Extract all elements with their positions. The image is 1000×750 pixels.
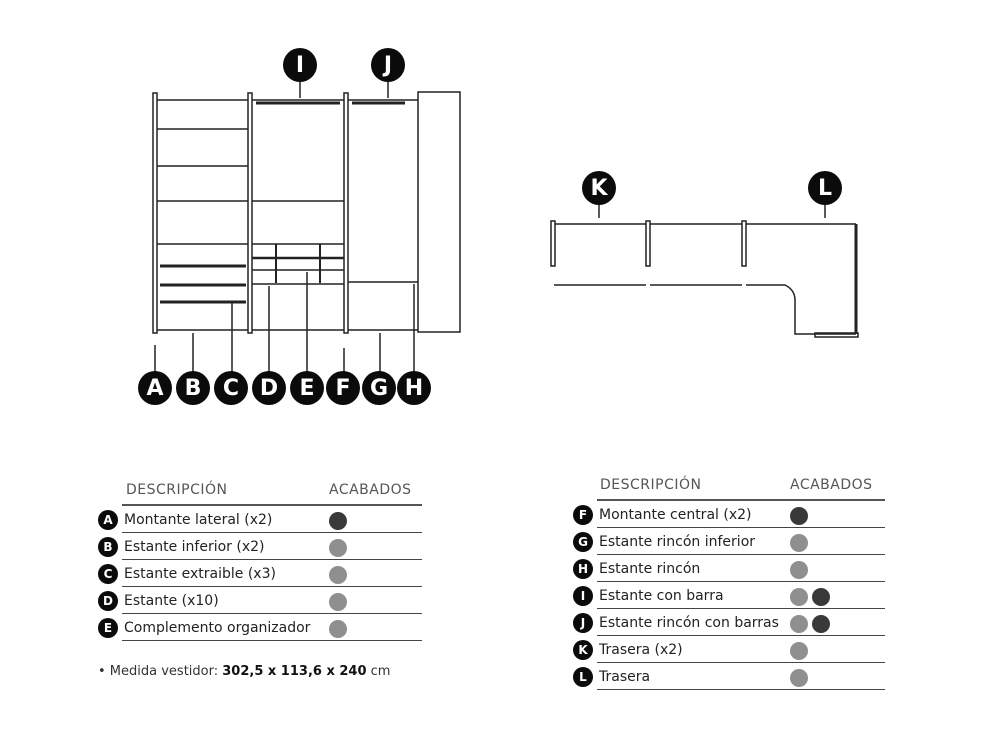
grey-finish-swatch	[329, 539, 347, 557]
parts-table-right: DESCRIPCIÓN ACABADOS F Montante central …	[573, 473, 885, 690]
part-description: Trasera (x2)	[599, 642, 683, 658]
marker-J: J	[371, 48, 405, 82]
wardrobe-plan-view-drawing	[550, 205, 859, 338]
marker-B: B	[176, 371, 210, 405]
table-row: D Estante (x10)	[98, 587, 422, 614]
letter-badge: E	[98, 618, 118, 638]
grey-finish-swatch	[790, 642, 808, 660]
note-dimensions: 302,5 x 113,6 x 240	[222, 664, 367, 679]
part-description: Trasera	[599, 669, 651, 685]
marker-H: H	[397, 371, 431, 405]
letter-badge: J	[573, 613, 593, 633]
dark-finish-swatch	[812, 588, 830, 606]
part-description: Complemento organizador	[124, 620, 311, 636]
grey-finish-swatch	[790, 534, 808, 552]
part-description: Estante extraible (x3)	[124, 566, 276, 582]
marker-G: G	[362, 371, 396, 405]
part-description: Estante con barra	[599, 588, 724, 604]
marker-D: D	[252, 371, 286, 405]
table-row: A Montante lateral (x2)	[98, 506, 422, 533]
grey-finish-swatch	[329, 620, 347, 638]
header-description: DESCRIPCIÓN	[600, 477, 702, 493]
dark-finish-swatch	[812, 615, 830, 633]
dimensions-note: • Medida vestidor: 302,5 x 113,6 x 240 c…	[98, 664, 390, 679]
letter-badge: H	[573, 559, 593, 579]
part-description: Montante lateral (x2)	[124, 512, 273, 528]
header-finishes: ACABADOS	[329, 482, 412, 498]
table-row: C Estante extraible (x3)	[98, 560, 422, 587]
marker-I: I	[283, 48, 317, 82]
table-row: H Estante rincón	[573, 555, 885, 582]
letter-badge: L	[573, 667, 593, 687]
letter-badge: F	[573, 505, 593, 525]
part-description: Estante rincón con barras	[599, 615, 779, 631]
marker-C: C	[214, 371, 248, 405]
header-finishes: ACABADOS	[790, 477, 873, 493]
grey-finish-swatch	[329, 593, 347, 611]
letter-badge: I	[573, 586, 593, 606]
part-description: Estante (x10)	[124, 593, 219, 609]
dark-finish-swatch	[790, 507, 808, 525]
table-row: G Estante rincón inferior	[573, 528, 885, 555]
note-unit: cm	[366, 664, 391, 679]
table-header: DESCRIPCIÓN ACABADOS	[122, 478, 422, 506]
upright-center-1	[247, 92, 253, 334]
grey-finish-swatch	[790, 615, 808, 633]
marker-A: A	[138, 371, 172, 405]
table-row: B Estante inferior (x2)	[98, 533, 422, 560]
marker-K: K	[582, 171, 616, 205]
part-description: Montante central (x2)	[599, 507, 752, 523]
marker-E: E	[290, 371, 324, 405]
table-row: K Trasera (x2)	[573, 636, 885, 663]
table-row: L Trasera	[573, 663, 885, 690]
table-row: E Complemento organizador	[98, 614, 422, 641]
letter-badge: D	[98, 591, 118, 611]
table-row: J Estante rincón con barras	[573, 609, 885, 636]
grey-finish-swatch	[329, 566, 347, 584]
letter-badge: A	[98, 510, 118, 530]
upright-center-2	[343, 92, 349, 334]
table-row: I Estante con barra	[573, 582, 885, 609]
parts-table-left: DESCRIPCIÓN ACABADOS A Montante lateral …	[98, 478, 422, 641]
letter-badge: K	[573, 640, 593, 660]
grey-finish-swatch	[790, 561, 808, 579]
letter-badge: C	[98, 564, 118, 584]
letter-badge: G	[573, 532, 593, 552]
marker-F: F	[326, 371, 360, 405]
table-row: F Montante central (x2)	[573, 501, 885, 528]
grey-finish-swatch	[790, 588, 808, 606]
table-header: DESCRIPCIÓN ACABADOS	[597, 473, 885, 501]
part-description: Estante rincón	[599, 561, 701, 577]
part-description: Estante rincón inferior	[599, 534, 756, 550]
dark-finish-swatch	[329, 512, 347, 530]
header-description: DESCRIPCIÓN	[126, 482, 228, 498]
letter-badge: B	[98, 537, 118, 557]
upright-left	[152, 92, 158, 334]
part-description: Estante inferior (x2)	[124, 539, 265, 555]
grey-finish-swatch	[790, 669, 808, 687]
note-prefix: • Medida vestidor:	[98, 664, 223, 679]
marker-L: L	[808, 171, 842, 205]
